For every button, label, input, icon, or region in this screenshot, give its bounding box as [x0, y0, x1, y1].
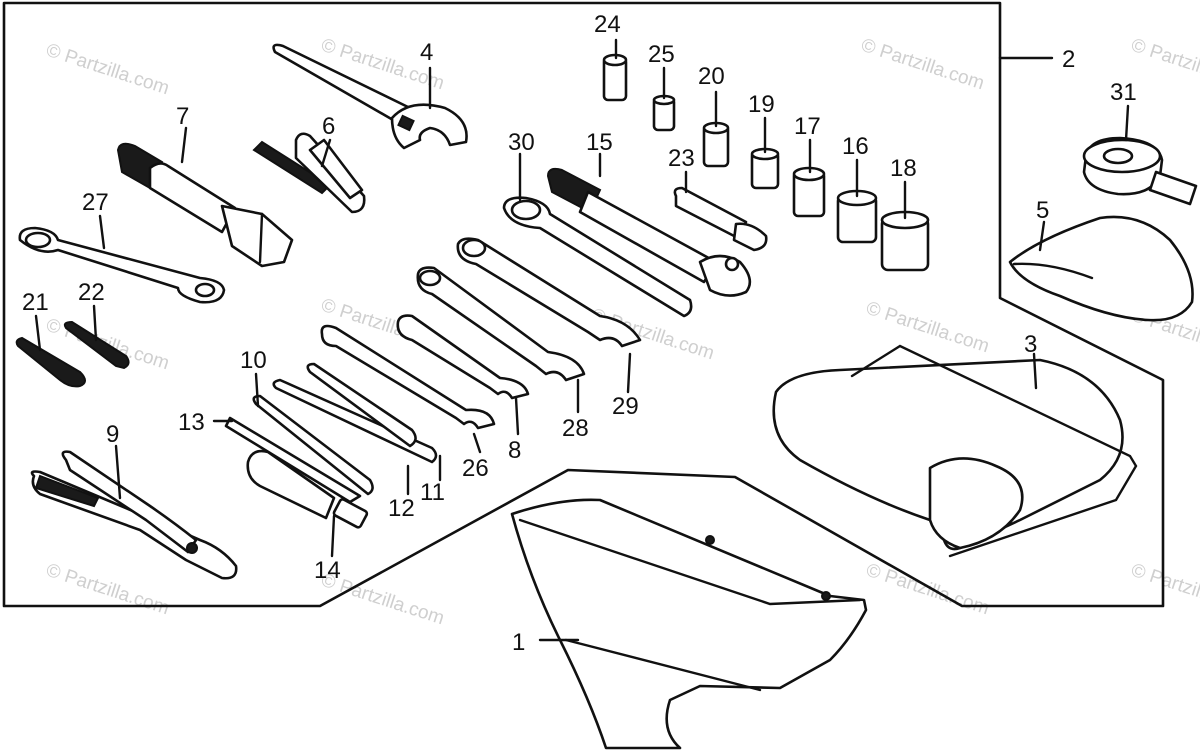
open-end-wrench-26-icon — [320, 324, 496, 430]
watermark: © Partzilla.com — [863, 560, 991, 620]
callout-1: 1 — [512, 629, 525, 656]
socket-17-icon — [792, 166, 826, 218]
socket-25-icon — [652, 94, 676, 132]
callout-24: 24 — [594, 11, 621, 38]
tool-roll-bag-icon — [772, 344, 1138, 558]
socket-19-icon — [750, 147, 780, 190]
callout-30: 30 — [508, 129, 535, 156]
callout-13: 13 — [178, 409, 205, 436]
box-wrench-icon — [18, 226, 226, 304]
callout-15: 15 — [586, 129, 613, 156]
open-end-wrench-29-icon — [456, 237, 642, 348]
callout-26: 26 — [462, 455, 489, 482]
open-end-wrench-28-icon — [416, 266, 586, 382]
screwdriver-11-icon — [272, 378, 438, 464]
callout-25: 25 — [648, 41, 675, 68]
callout-4: 4 — [420, 39, 433, 66]
callout-31: 31 — [1110, 79, 1137, 106]
callout-8: 8 — [508, 437, 521, 464]
callout-9: 9 — [106, 421, 119, 448]
callout-23: 23 — [668, 145, 695, 172]
watermark: © Partzilla.com — [858, 35, 986, 95]
open-end-wrench-8-icon — [396, 314, 530, 400]
screwdriver-handle-icon — [246, 449, 369, 529]
callout-20: 20 — [698, 63, 725, 90]
callout-17: 17 — [794, 113, 821, 140]
callout-2: 2 — [1062, 46, 1075, 73]
screwdriver-26-icon — [306, 362, 417, 448]
callout-21: 21 — [22, 289, 49, 316]
callout-22: 22 — [78, 279, 105, 306]
feeler-gauge-icon — [252, 132, 366, 214]
pliers-icon — [30, 450, 238, 580]
callout-27: 27 — [82, 189, 109, 216]
callout-7: 7 — [176, 103, 189, 130]
callout-5: 5 — [1036, 197, 1049, 224]
callout-19: 19 — [748, 91, 775, 118]
watermark: © Partzilla.com — [863, 298, 991, 358]
leader-lines — [34, 38, 1130, 558]
strap-reel-icon — [1082, 136, 1198, 206]
watermark: © Partzilla.com — [43, 560, 171, 620]
socket-18-icon — [880, 210, 930, 272]
handle-bar-21-icon — [15, 336, 86, 388]
callout-12: 12 — [388, 495, 415, 522]
spark-plug-wrench-icon — [116, 142, 294, 268]
callout-10: 10 — [240, 347, 267, 374]
adjustable-wrench-icon — [272, 43, 468, 150]
extension-bar-icon — [673, 186, 768, 252]
callout-16: 16 — [842, 133, 869, 160]
tool-pouch-icon — [1008, 215, 1194, 322]
screwdriver-12-icon — [252, 394, 374, 496]
callout-14: 14 — [314, 557, 341, 584]
socket-24-icon — [602, 53, 628, 102]
callout-6: 6 — [322, 113, 335, 140]
kit-frame — [2, 1, 1165, 608]
tool-tray-icon — [510, 498, 868, 750]
watermark: © Partzilla.com — [1128, 35, 1200, 95]
socket-16-icon — [836, 189, 878, 244]
handle-bar-22-icon — [63, 320, 130, 370]
socket-20-icon — [702, 121, 730, 168]
callout-29: 29 — [612, 393, 639, 420]
watermark: © Partzilla.com — [43, 40, 171, 100]
callout-labels: 1 2 3 4 5 6 7 8 9 10 11 12 13 14 15 16 1… — [22, 11, 1137, 656]
callout-28: 28 — [562, 415, 589, 442]
callout-18: 18 — [890, 155, 917, 182]
callout-3: 3 — [1024, 331, 1037, 358]
ring-wrench-30-icon — [502, 196, 693, 318]
ratchet-handle-icon — [546, 167, 752, 297]
callout-11: 11 — [420, 479, 445, 506]
